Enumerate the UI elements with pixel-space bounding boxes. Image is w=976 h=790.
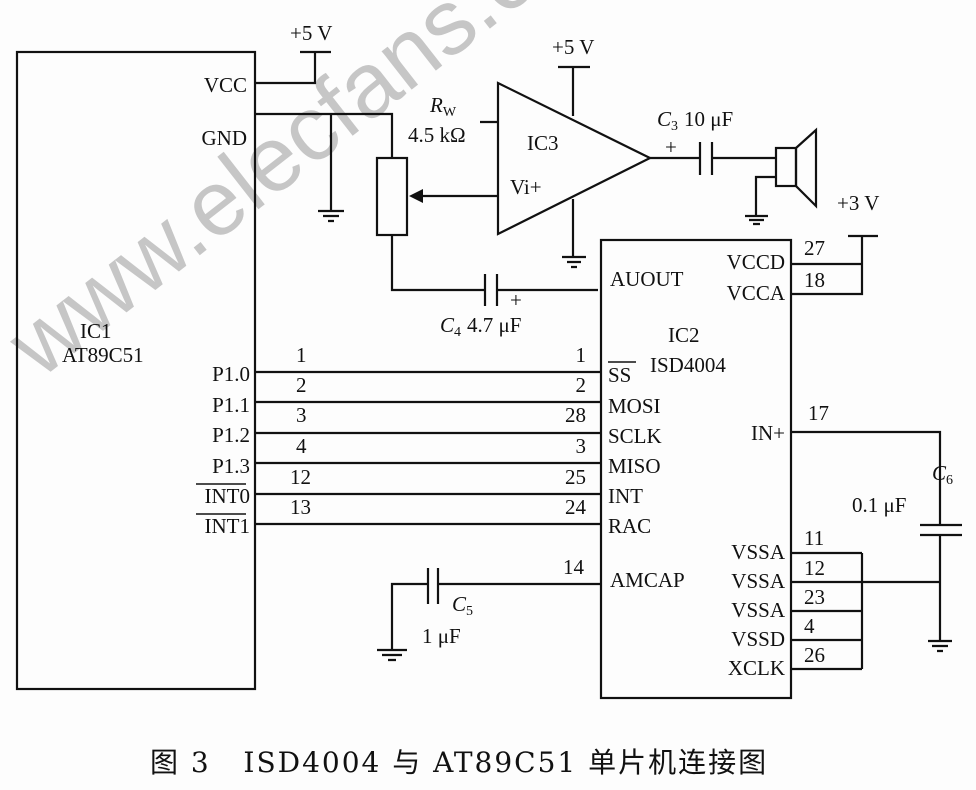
ic1-gnd-label: GND (202, 126, 248, 150)
ic3-input-label: Vi+ (510, 175, 542, 199)
figure-caption: 图 3 ISD4004 与 AT89C51 单片机连接图 (150, 746, 768, 779)
bus-lines (255, 370, 601, 526)
ic2-supply-label: +3 V (837, 191, 879, 215)
svg-text:XCLK: XCLK (728, 656, 785, 680)
c5-label: C5 (452, 592, 473, 619)
c6-label: C6 (932, 461, 953, 488)
svg-text:26: 26 (804, 643, 825, 667)
svg-text:MISO: MISO (608, 454, 661, 478)
svg-text:1: 1 (296, 343, 307, 367)
svg-text:VSSD: VSSD (731, 627, 785, 651)
ic2-box[interactable] (599, 238, 793, 700)
svg-text:VSSA: VSSA (731, 569, 786, 593)
capacitor-c3 (698, 142, 714, 175)
ic1-name: IC1 (80, 319, 112, 343)
svg-text:28: 28 (565, 403, 586, 427)
svg-text:23: 23 (804, 585, 825, 609)
ic2-right-pin-numbers: 11 12 23 4 26 (804, 526, 825, 667)
ic3-name: IC3 (527, 131, 559, 155)
svg-text:13: 13 (290, 495, 311, 519)
svg-text:P1.0: P1.0 (212, 362, 250, 386)
svg-text:4: 4 (296, 434, 307, 458)
ic1-port-labels: P1.0 P1.1 P1.2 P1.3 INT0 INT1 (196, 362, 250, 538)
ic2-vcca-label: VCCA (727, 281, 786, 305)
svg-text:P1.2: P1.2 (212, 423, 250, 447)
rw-value: 4.5 kΩ (408, 123, 466, 147)
vccd-pin-number: 27 (804, 236, 825, 260)
ic1-box[interactable] (15, 50, 257, 691)
svg-text:VSSA: VSSA (731, 598, 786, 622)
svg-text:11: 11 (804, 526, 824, 550)
ic3-supply-label: +5 V (552, 35, 594, 59)
ic1-port-pin-numbers: 1 2 3 4 12 13 (290, 343, 311, 519)
wiper-arrow-icon (409, 189, 423, 203)
svg-text:1: 1 (576, 343, 587, 367)
capacitor-c4 (483, 274, 499, 306)
svg-text:SS: SS (608, 363, 631, 387)
c5-value: 1 μF (422, 624, 461, 648)
svg-text:P1.1: P1.1 (212, 393, 250, 417)
svg-text:INT0: INT0 (205, 484, 251, 508)
svg-text:P1.3: P1.3 (212, 454, 250, 478)
svg-text:2: 2 (576, 373, 587, 397)
svg-text:12: 12 (290, 465, 311, 489)
vcca-pin-number: 18 (804, 268, 825, 292)
ic2-left-pin-labels: SS MOSI SCLK MISO INT RAC (608, 361, 662, 538)
rw-to-c4-wire (390, 235, 598, 292)
ic2-right-pin-labels: VSSA VSSA VSSA VSSD XCLK (728, 540, 786, 680)
vss-wires (791, 551, 940, 671)
ic2-in-plus-label: IN+ (751, 421, 785, 445)
ic2-auout-label: AUOUT (610, 267, 684, 291)
svg-text:4: 4 (804, 614, 815, 638)
ground-icon (928, 639, 952, 653)
ic2-vcc-wire (791, 234, 878, 296)
ic1-gnd-wire (255, 112, 394, 210)
ic3-opamp[interactable] (496, 81, 653, 236)
ic1-vcc-wire (255, 50, 331, 85)
svg-text:INT: INT (608, 484, 643, 508)
ground-icon (377, 648, 407, 662)
svg-text:RAC: RAC (608, 514, 651, 538)
speaker-icon (774, 127, 818, 209)
potentiometer-rw[interactable] (375, 156, 409, 237)
ic2-part: ISD4004 (650, 353, 726, 377)
svg-text:SCLK: SCLK (608, 424, 662, 448)
svg-text:VSSA: VSSA (731, 540, 786, 564)
ic3-vcc-wire (558, 65, 590, 116)
ground-icon (318, 209, 344, 223)
amcap-pin-number: 14 (563, 555, 585, 579)
ic2-amcap-label: AMCAP (610, 568, 685, 592)
svg-text:3: 3 (296, 403, 307, 427)
ic2-name: IC2 (668, 323, 700, 347)
ic2-vccd-label: VCCD (727, 250, 785, 274)
ground-icon (745, 214, 768, 226)
c3-polarity: + (665, 135, 677, 159)
ic1-vcc-label: VCC (204, 73, 247, 97)
capacitor-c5 (426, 568, 440, 604)
svg-text:2: 2 (296, 373, 307, 397)
svg-text:24: 24 (565, 495, 587, 519)
rw-label: RW (429, 93, 457, 120)
c6-value: 0.1 μF (852, 493, 906, 517)
svg-text:MOSI: MOSI (608, 394, 661, 418)
c4-polarity: + (510, 288, 522, 312)
svg-text:3: 3 (576, 434, 587, 458)
ground-icon (562, 255, 586, 269)
ic2-left-pin-numbers: 1 2 28 3 25 24 (565, 343, 587, 519)
ic1-supply-label: +5 V (290, 21, 332, 45)
svg-text:12: 12 (804, 556, 825, 580)
ic1-part: AT89C51 (62, 343, 144, 367)
svg-text:25: 25 (565, 465, 586, 489)
in-plus-pin-number: 17 (808, 401, 829, 425)
in-plus-wire (791, 430, 942, 640)
svg-text:INT1: INT1 (205, 514, 251, 538)
speaker-gnd-wire (754, 175, 776, 215)
capacitor-c6 (920, 523, 962, 537)
amcap-wire (390, 582, 601, 650)
